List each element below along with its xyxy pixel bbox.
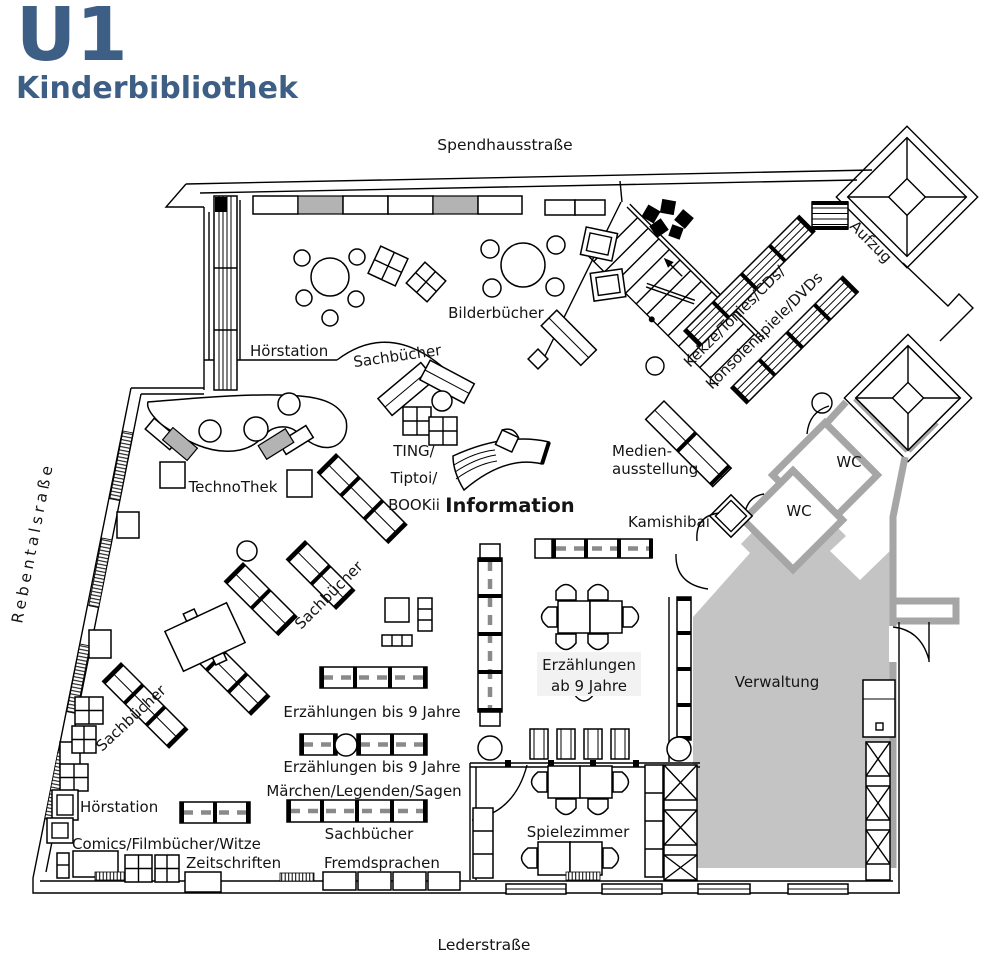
armchair: [579, 226, 619, 262]
hoerstation-top-label: Hörstation: [250, 342, 328, 360]
elevator-mid: [843, 333, 973, 463]
comics-furniture: [46, 696, 315, 883]
ting-label-3: BOOKii: [388, 496, 440, 514]
wc-rooms: [738, 392, 909, 575]
hoerstation-bottom-label: Hörstation: [80, 798, 158, 816]
kamishibai-label: Kamishibai: [628, 513, 710, 531]
sachbuecher-curve-furniture: [376, 359, 551, 492]
street-left-label: Rebentalsraße: [8, 460, 57, 624]
technothek-furniture: [144, 392, 348, 498]
street-top-label: Spendhausstraße: [437, 136, 572, 154]
top-wall-shelves: [252, 195, 606, 216]
medien-shelf: [644, 399, 733, 488]
shelf-h1: [319, 666, 428, 689]
fremdsprachen-label: Fremdsprachen: [324, 854, 440, 872]
level-label: U1: [16, 0, 128, 78]
window-box: [116, 511, 140, 539]
page-title: U1 Kinderbibliothek: [16, 0, 299, 106]
information-label: Information: [445, 494, 574, 517]
label-highlight: [537, 652, 641, 696]
shelf-v2: [676, 596, 692, 741]
west-wall-details: [44, 430, 140, 822]
chair-row: [529, 728, 630, 760]
pinwheel-decoration: [641, 198, 694, 240]
wc-door-arc: [806, 405, 830, 435]
shelf-h5: [179, 801, 251, 824]
shelf-h3: [286, 799, 428, 823]
middle-shelves: [179, 538, 692, 824]
x-shelf-column: [663, 764, 698, 881]
verwaltung-label: Verwaltung: [735, 673, 820, 691]
wc-upper-label: WC: [836, 453, 861, 471]
street-bottom-label: Lederstraße: [438, 936, 531, 954]
stair-shelf: [527, 309, 598, 370]
door-arc: [696, 512, 720, 542]
ting-tables: [402, 406, 458, 446]
spielezimmer-room: [469, 728, 700, 881]
technothek-label: TechnoThek: [188, 478, 278, 496]
left-wall-shelf: [472, 807, 494, 879]
medien-label-1: Medien-: [612, 442, 672, 460]
verwaltung-area: [693, 502, 960, 868]
kamishibai-easel: [708, 493, 754, 539]
armchair: [589, 268, 627, 302]
shelf-h2: [299, 733, 428, 757]
bilderbuecher-label: Bilderbücher: [448, 304, 545, 322]
bilderbuecher-furniture: [293, 226, 627, 327]
door-arc: [675, 553, 709, 590]
wc-lower-label: WC: [786, 502, 811, 520]
verwaltung-closet: [862, 679, 896, 738]
ting-label-2: Tiptoi/: [390, 469, 439, 487]
hoerstation-shelf-column: [213, 195, 238, 391]
library-name-label: Kinderbibliothek: [16, 71, 299, 106]
work-table: [163, 601, 247, 673]
maerchen-label: Märchen/Legenden/Sagen: [266, 782, 461, 800]
medien-label-2: ausstellung: [612, 460, 698, 478]
door-arc: [892, 622, 930, 662]
erz-ab-table-group: [540, 583, 640, 702]
ting-label-1: TING/: [392, 442, 435, 460]
window-box: [88, 629, 112, 659]
erz-bis-label-2: Erzählungen bis 9 Jahre: [283, 758, 460, 776]
shelf-h6: [534, 538, 653, 559]
erz-ab-label-2: ab 9 Jahre: [551, 677, 627, 695]
erz-ab-label-1: Erzählungen: [542, 656, 636, 674]
spielezimmer-label: Spielezimmer: [527, 823, 630, 841]
erz-bis-label-1: Erzählungen bis 9 Jahre: [283, 703, 460, 721]
diagonal-shelves: [101, 452, 408, 749]
wc-sink: [811, 392, 833, 414]
elevator-top: [835, 125, 979, 269]
media-shelves: [644, 201, 860, 488]
bottom-wall-shelves: [184, 871, 849, 895]
shelf-v1: [477, 543, 503, 727]
striped-block: [811, 201, 849, 230]
spiele-shelf: [644, 764, 664, 878]
information-desk: [452, 428, 551, 492]
aufzug-label: Aufzug: [846, 217, 895, 266]
zeitschriften-label: Zeitschriften: [186, 854, 281, 872]
verwaltung-details: [675, 493, 930, 881]
sachbuecher-mid-label: Sachbücher: [325, 825, 414, 843]
x-shelf-column-right: [865, 741, 891, 881]
comics-label: Comics/Filmbücher/Witze: [72, 835, 261, 853]
